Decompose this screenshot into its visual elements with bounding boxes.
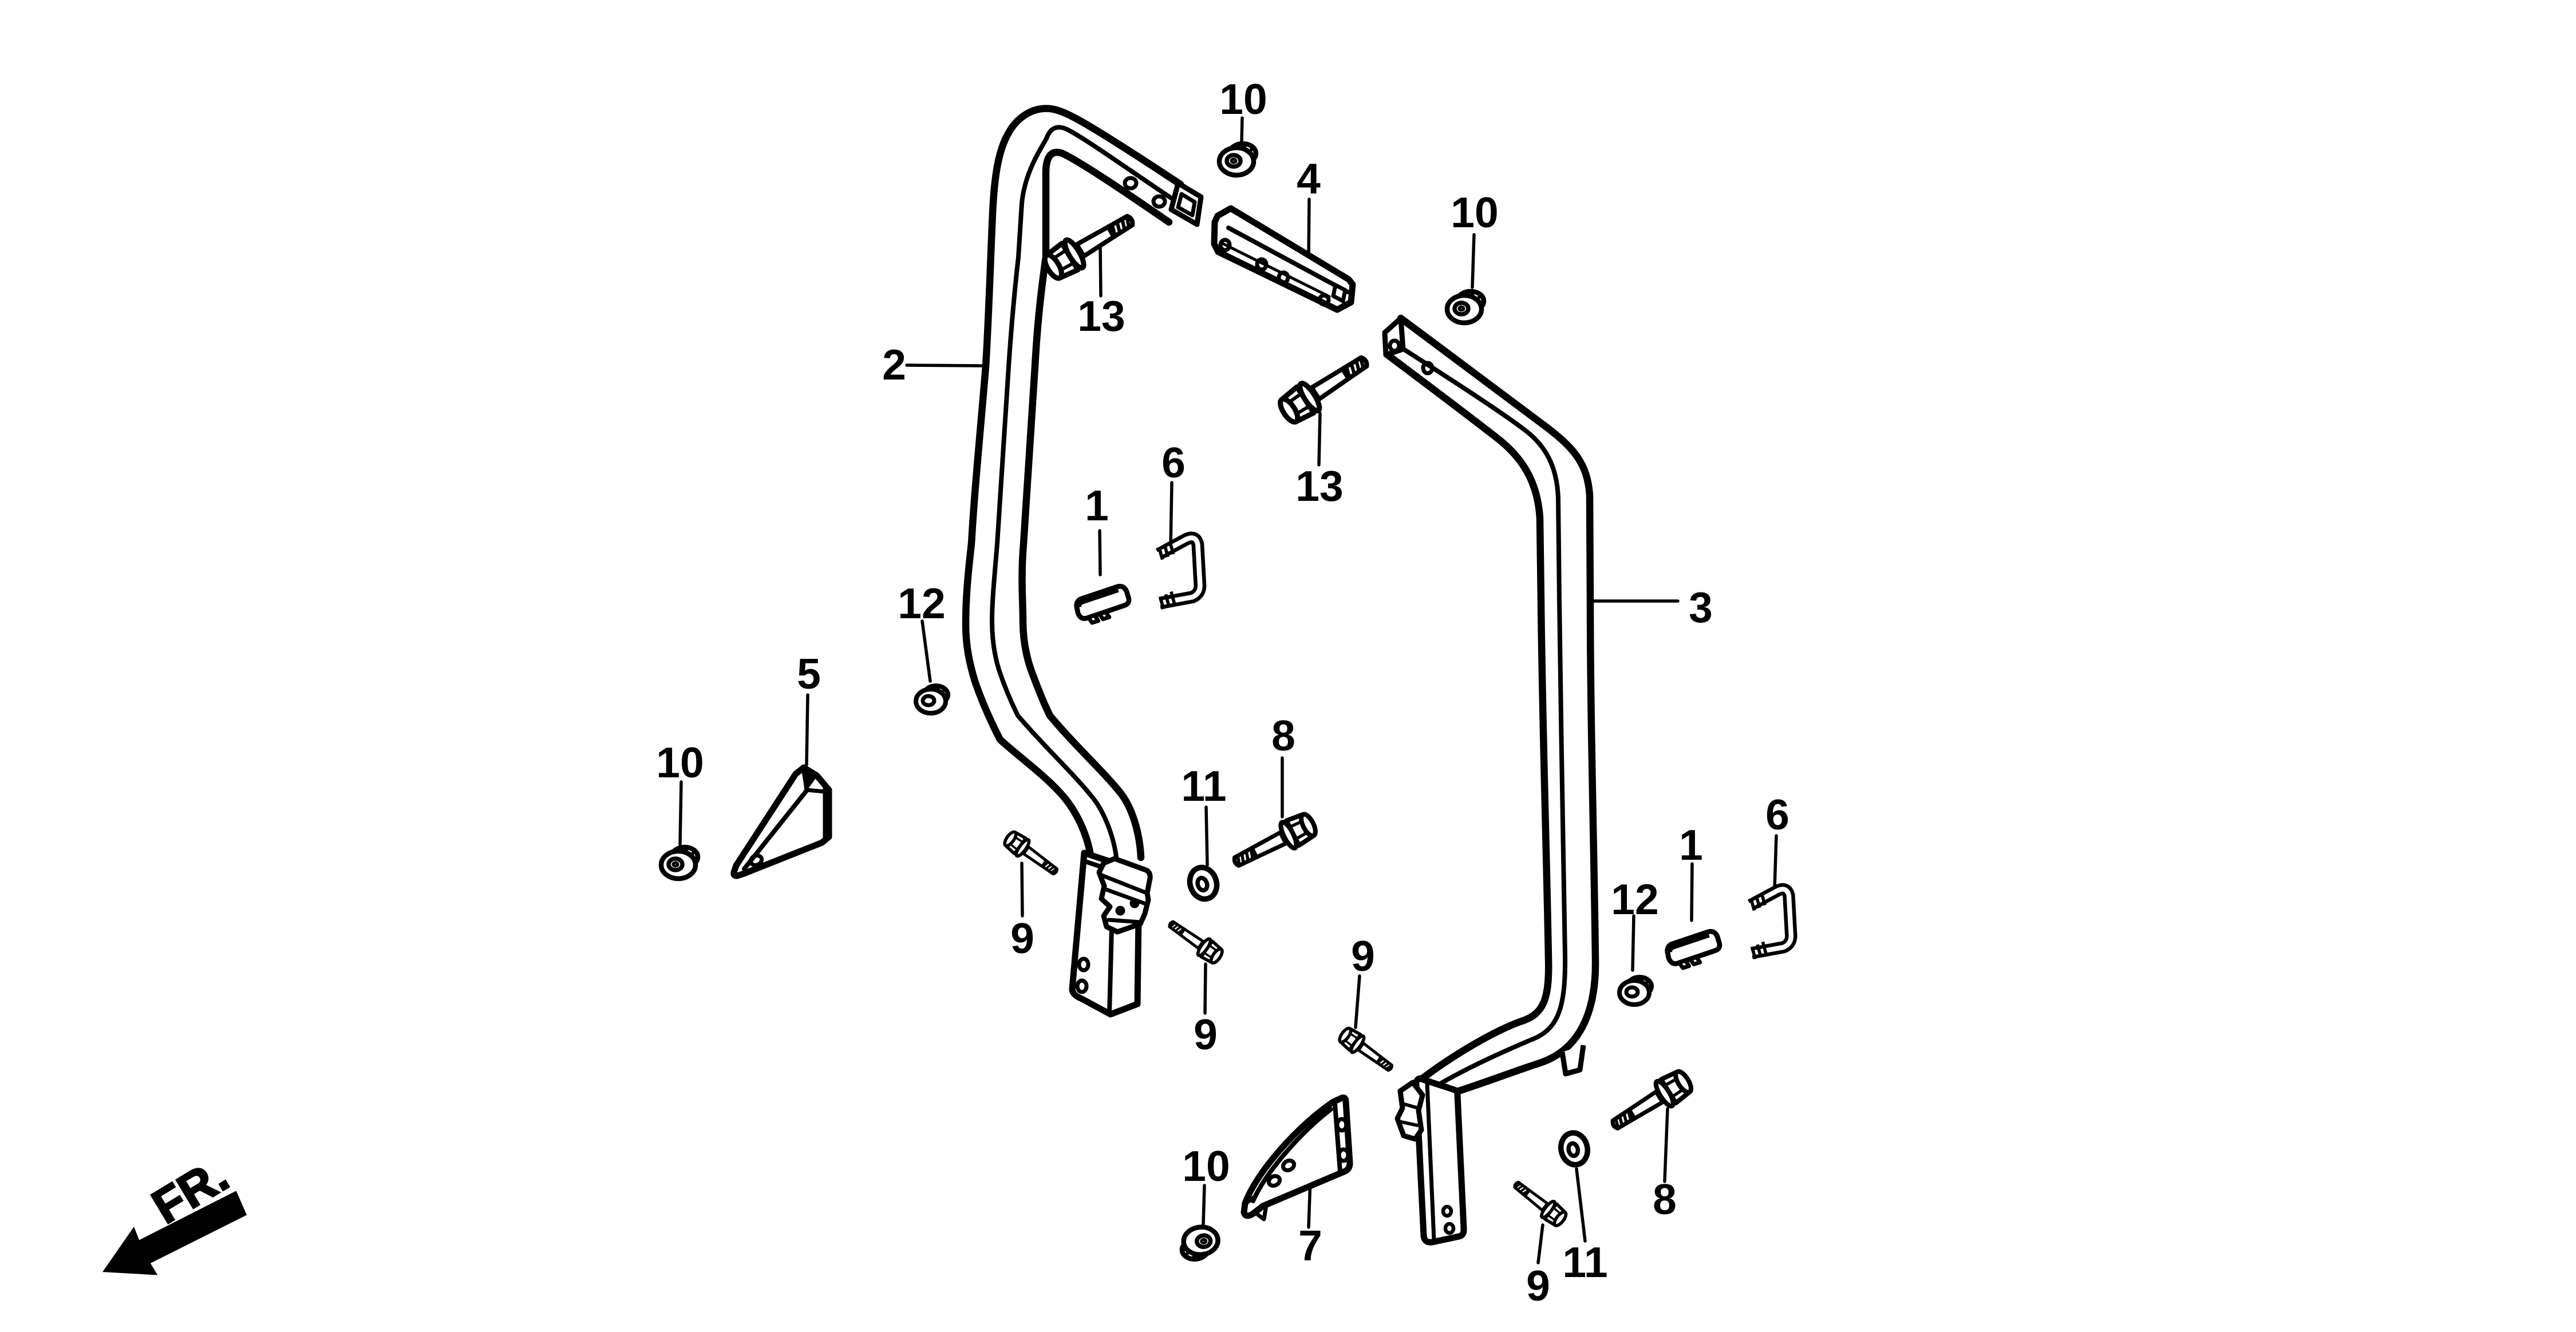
svg-text:12: 12 — [898, 579, 945, 627]
svg-text:11: 11 — [1181, 762, 1226, 810]
svg-text:9: 9 — [1010, 914, 1034, 962]
svg-text:10: 10 — [656, 738, 704, 786]
svg-text:8: 8 — [1653, 1175, 1677, 1223]
svg-text:10: 10 — [1451, 188, 1498, 236]
svg-text:9: 9 — [1194, 1010, 1218, 1058]
svg-text:3: 3 — [1689, 583, 1713, 631]
svg-text:1: 1 — [1679, 821, 1703, 869]
svg-text:6: 6 — [1161, 438, 1186, 487]
svg-text:10: 10 — [1182, 1142, 1230, 1190]
svg-text:9: 9 — [1351, 932, 1375, 980]
svg-text:11: 11 — [1562, 1238, 1607, 1286]
svg-text:6: 6 — [1765, 790, 1789, 839]
svg-text:1: 1 — [1085, 481, 1109, 529]
svg-text:13: 13 — [1077, 292, 1125, 340]
svg-text:8: 8 — [1271, 712, 1295, 760]
svg-text:4: 4 — [1297, 155, 1321, 203]
svg-text:9: 9 — [1526, 1262, 1550, 1310]
svg-text:2: 2 — [882, 341, 906, 389]
svg-text:10: 10 — [1219, 75, 1267, 123]
svg-text:5: 5 — [797, 650, 821, 698]
svg-text:7: 7 — [1298, 1222, 1322, 1270]
svg-text:13: 13 — [1295, 462, 1343, 510]
svg-text:12: 12 — [1611, 875, 1658, 923]
